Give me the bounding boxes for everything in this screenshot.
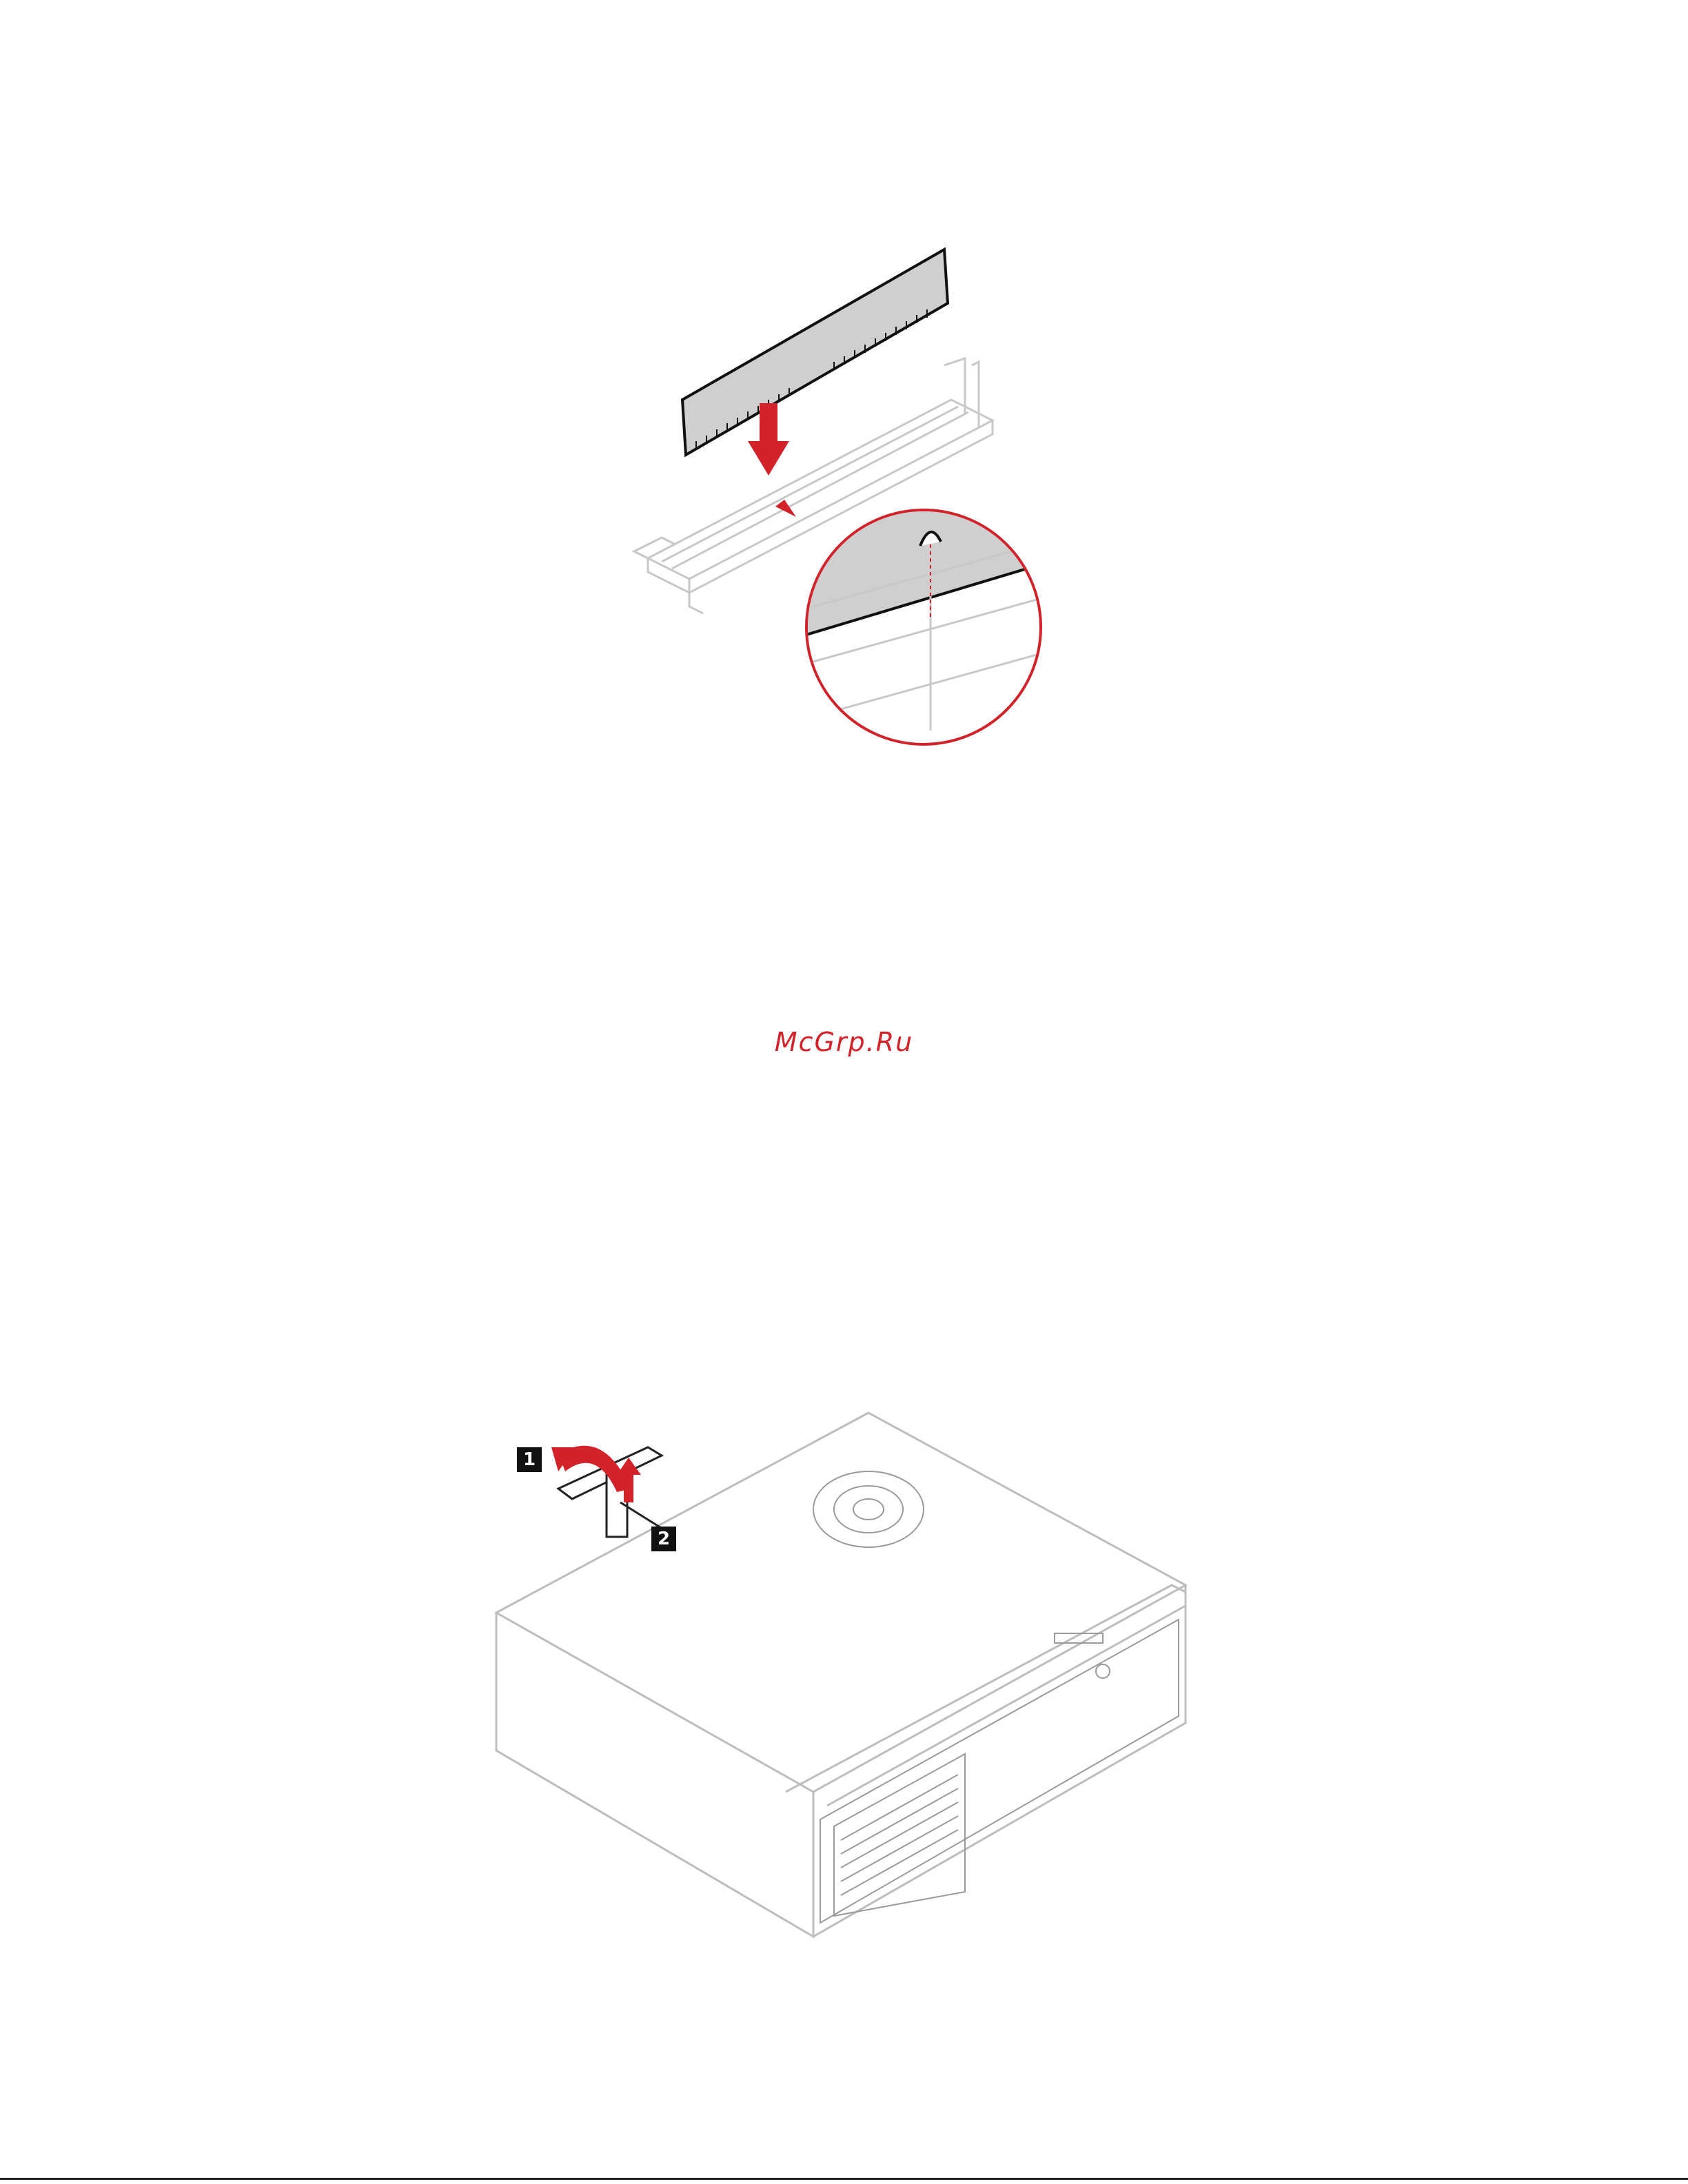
cpu-fan: [813, 1471, 924, 1547]
chassis-figure: 1 2: [482, 1406, 1213, 1943]
watermark-text: McGrp.Ru: [0, 1027, 1688, 1057]
memory-module-figure: [607, 234, 1075, 772]
computer-chassis: [496, 1413, 1186, 1937]
memory-module-illustration: [607, 234, 1075, 772]
zoom-pointer-icon: [775, 500, 796, 517]
svg-text:2: 2: [658, 1529, 670, 1549]
callout-2: 2: [651, 1527, 676, 1551]
zoom-detail: [786, 496, 1061, 744]
chassis-illustration: 1 2: [482, 1406, 1213, 1943]
callout-1: 1: [517, 1447, 542, 1472]
front-panel: [820, 1620, 1179, 1923]
page-bottom-rule: [0, 2178, 1688, 2180]
memory-module: [682, 249, 948, 455]
svg-text:1: 1: [523, 1449, 536, 1470]
